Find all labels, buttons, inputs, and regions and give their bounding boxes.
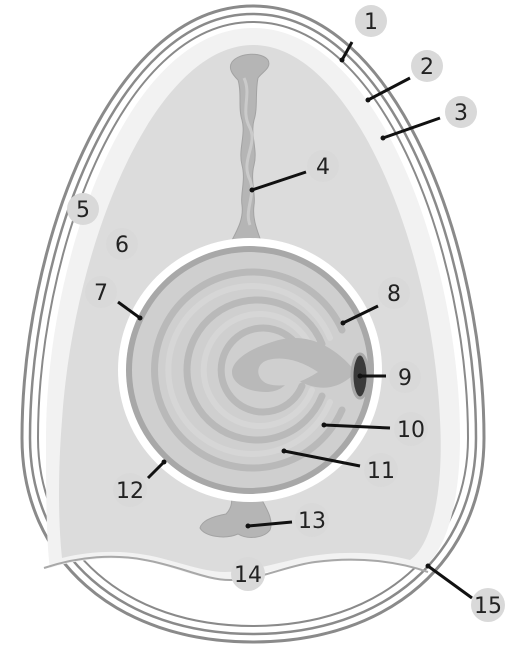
callout-13-label: 13	[298, 509, 326, 534]
callout-7-label: 7	[94, 281, 108, 306]
callout-11: 11	[364, 453, 398, 487]
callout-6-label: 6	[115, 233, 129, 258]
callout-15-label: 15	[474, 594, 502, 619]
callout-3-label: 3	[454, 101, 468, 126]
callout-14: 14	[231, 557, 265, 591]
callout-5: 5	[67, 193, 99, 225]
callout-5-label: 5	[76, 198, 90, 223]
callout-9-label: 9	[398, 366, 412, 391]
callout-6: 6	[106, 228, 138, 260]
callout-10-label: 10	[397, 418, 425, 443]
callout-4-label: 4	[316, 155, 330, 180]
callout-13: 13	[295, 503, 329, 537]
callout-2-label: 2	[420, 55, 434, 80]
callout-8-label: 8	[387, 282, 401, 307]
callout-10: 10	[394, 412, 428, 446]
callout-8: 8	[378, 277, 410, 309]
callout-12-label: 12	[116, 479, 144, 504]
callout-7: 7	[85, 276, 117, 308]
callout-3: 3	[445, 96, 477, 128]
callout-14-label: 14	[234, 563, 262, 588]
callout-1: 1	[355, 5, 387, 37]
callout-1-label: 1	[364, 10, 378, 35]
callout-12: 12	[113, 473, 147, 507]
callout-9: 9	[389, 361, 421, 393]
callout-4: 4	[307, 150, 339, 182]
callout-15: 15	[471, 588, 505, 622]
leader-line-15	[428, 566, 472, 598]
callout-11-label: 11	[367, 459, 395, 484]
callout-2: 2	[411, 50, 443, 82]
